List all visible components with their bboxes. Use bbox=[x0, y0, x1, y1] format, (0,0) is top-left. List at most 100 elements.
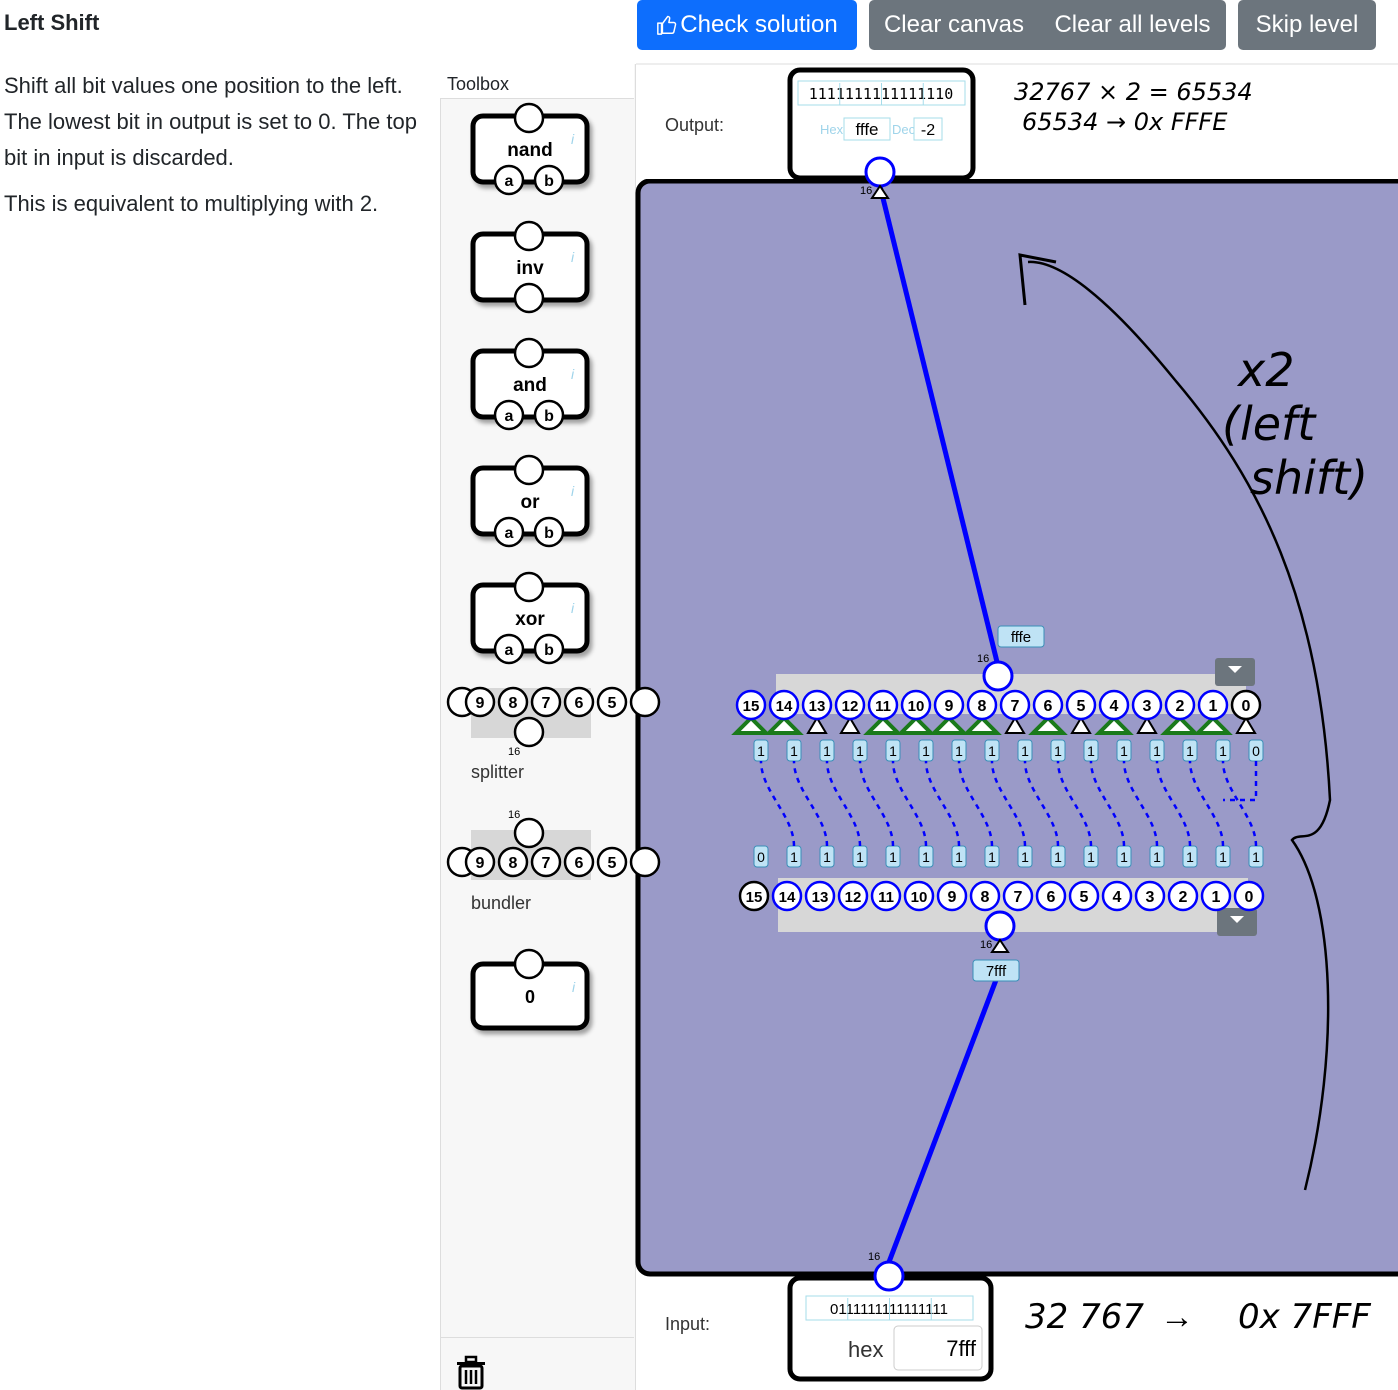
bundler-bit-pin[interactable] bbox=[801, 689, 833, 721]
splitter-bit-label: 9 bbox=[948, 889, 957, 906]
bundler-bit-pin[interactable] bbox=[933, 689, 965, 721]
bundler-bit-pin[interactable] bbox=[1065, 689, 1097, 721]
bundler-bit-label: 0 bbox=[1242, 698, 1251, 715]
splitter-bit-pin[interactable] bbox=[1233, 880, 1265, 912]
bundler-bit-pin[interactable] bbox=[735, 689, 767, 721]
check-solution-label: Check solution bbox=[680, 11, 838, 38]
bundler-bit-label: 1 bbox=[1209, 698, 1218, 715]
bundler-bit-pin[interactable] bbox=[1032, 689, 1064, 721]
trash-icon[interactable] bbox=[457, 1355, 485, 1390]
bundler-bit-triangle bbox=[863, 715, 903, 735]
clear-all-levels-label: Clear all levels bbox=[1054, 11, 1211, 38]
splitter-bit-pin[interactable] bbox=[837, 880, 869, 912]
bundler-bit-label: 13 bbox=[809, 698, 826, 715]
bundler-bit-pin[interactable] bbox=[1164, 689, 1196, 721]
description-paragraph-1: Shift all bit values one position to the… bbox=[4, 73, 417, 170]
bundler-bit-pin[interactable] bbox=[1098, 689, 1130, 721]
preview-pin bbox=[530, 686, 562, 718]
splitter-bit-label: 11 bbox=[878, 889, 894, 906]
bundler-bit-triangle bbox=[1136, 716, 1158, 734]
splitter-bit-pin[interactable] bbox=[1167, 880, 1199, 912]
bundler-bit-triangle bbox=[962, 715, 1002, 735]
splitter-bus-width: 16 bbox=[980, 939, 992, 951]
splitter-bit-pin[interactable] bbox=[804, 880, 836, 912]
preview-pin bbox=[497, 686, 529, 718]
thumbs-up-icon bbox=[657, 15, 677, 35]
splitter-bit-pin[interactable] bbox=[870, 880, 902, 912]
bundler-bit-pin[interactable] bbox=[999, 689, 1031, 721]
bundler-bit-label: 15 bbox=[743, 698, 760, 715]
bundler-bit-label: 5 bbox=[1077, 698, 1086, 715]
output-wire bbox=[877, 185, 1001, 667]
splitter-bit-pin[interactable] bbox=[1200, 880, 1232, 912]
preview-pin-label: 5 bbox=[608, 695, 617, 712]
bundler-bit-label: 11 bbox=[875, 698, 891, 715]
bundler-bit-pin[interactable] bbox=[966, 689, 998, 721]
toolbox-gate-input-label: a bbox=[505, 525, 514, 542]
splitter-bit-label: 3 bbox=[1146, 889, 1155, 906]
output-dec-box bbox=[913, 117, 943, 141]
bundler-bit-label: 2 bbox=[1176, 698, 1185, 715]
splitter-bit-pin[interactable] bbox=[771, 880, 803, 912]
toolbox-splitter-label: splitter bbox=[471, 762, 524, 782]
bit-wire bbox=[759, 760, 796, 847]
annotation-bottom-left: 32 767 bbox=[1025, 1297, 1144, 1337]
output-pin[interactable] bbox=[864, 156, 896, 188]
bundler-bit-triangle bbox=[806, 716, 828, 734]
bundler-bit-pin[interactable] bbox=[768, 689, 800, 721]
output-pin-triangle bbox=[870, 184, 890, 199]
toolbox-gate-input-pin bbox=[533, 633, 565, 665]
output-hex-value: fffe bbox=[855, 120, 878, 139]
input-mode-label: hex bbox=[848, 1337, 883, 1362]
bundler-bit-pin[interactable] bbox=[834, 689, 866, 721]
bundler-bit-pin[interactable] bbox=[900, 689, 932, 721]
bundler-bit-label: 12 bbox=[842, 698, 859, 715]
input-pin[interactable] bbox=[873, 1260, 905, 1292]
toolbox-gate-input-pin bbox=[533, 164, 565, 196]
bundler-bit-triangle bbox=[929, 715, 969, 735]
splitter-bit-pin[interactable] bbox=[1002, 880, 1034, 912]
bundler-bit-value: 1 bbox=[988, 743, 996, 759]
info-icon: i bbox=[571, 483, 575, 499]
bundler-bit-value: 1 bbox=[1219, 743, 1227, 759]
splitter-bit-pin[interactable] bbox=[738, 880, 770, 912]
input-label: Input: bbox=[665, 1314, 710, 1334]
bit-wire bbox=[1223, 761, 1258, 802]
splitter-bit-pin[interactable] bbox=[936, 880, 968, 912]
splitter-bit-pin[interactable] bbox=[969, 880, 1001, 912]
bit-wire bbox=[990, 760, 1027, 847]
splitter-bit-label: 6 bbox=[1047, 889, 1056, 906]
splitter-bit-pin[interactable] bbox=[1134, 880, 1166, 912]
in-wire-tag bbox=[972, 959, 1020, 982]
bundler-bit-pin[interactable] bbox=[1131, 689, 1163, 721]
bit-wire bbox=[1023, 760, 1060, 847]
toolbox-gate-output-pin bbox=[513, 454, 545, 486]
bundler-bit-triangle bbox=[764, 715, 804, 735]
bundler-bit-label: 8 bbox=[978, 698, 987, 715]
preview-pin-label: 5 bbox=[608, 855, 617, 872]
splitter-bit-pin[interactable] bbox=[903, 880, 935, 912]
bit-wire bbox=[1221, 760, 1258, 847]
in-wire-value: 7fff bbox=[986, 963, 1007, 980]
annotation-arrow bbox=[1027, 260, 1332, 1191]
bundler-bit-pin[interactable] bbox=[1230, 689, 1262, 721]
preview-pin-label: 6 bbox=[575, 855, 584, 872]
splitter-input-pin[interactable] bbox=[984, 910, 1016, 942]
skip-level-button[interactable]: Skip level bbox=[1238, 0, 1376, 50]
bundler-bit-label: 10 bbox=[908, 698, 925, 715]
splitter-bit-pin[interactable] bbox=[1068, 880, 1100, 912]
skip-level-label: Skip level bbox=[1255, 11, 1359, 38]
clear-all-levels-button[interactable]: Clear all levels bbox=[1039, 0, 1226, 50]
splitter-bit-pin[interactable] bbox=[1035, 880, 1067, 912]
bundler-bit-pin[interactable] bbox=[1197, 689, 1229, 721]
check-solution-button[interactable]: Check solution bbox=[637, 0, 857, 50]
bit-wires bbox=[759, 760, 1258, 847]
clear-canvas-button[interactable]: Clear canvas bbox=[869, 0, 1039, 50]
splitter-bit-value: 1 bbox=[922, 849, 930, 865]
input-value-field[interactable] bbox=[893, 1325, 983, 1371]
preview-pin bbox=[629, 846, 661, 878]
bundler-bit-pin[interactable] bbox=[867, 689, 899, 721]
splitter-bit-pin[interactable] bbox=[1101, 880, 1133, 912]
bundler-output-pin[interactable] bbox=[982, 660, 1014, 692]
